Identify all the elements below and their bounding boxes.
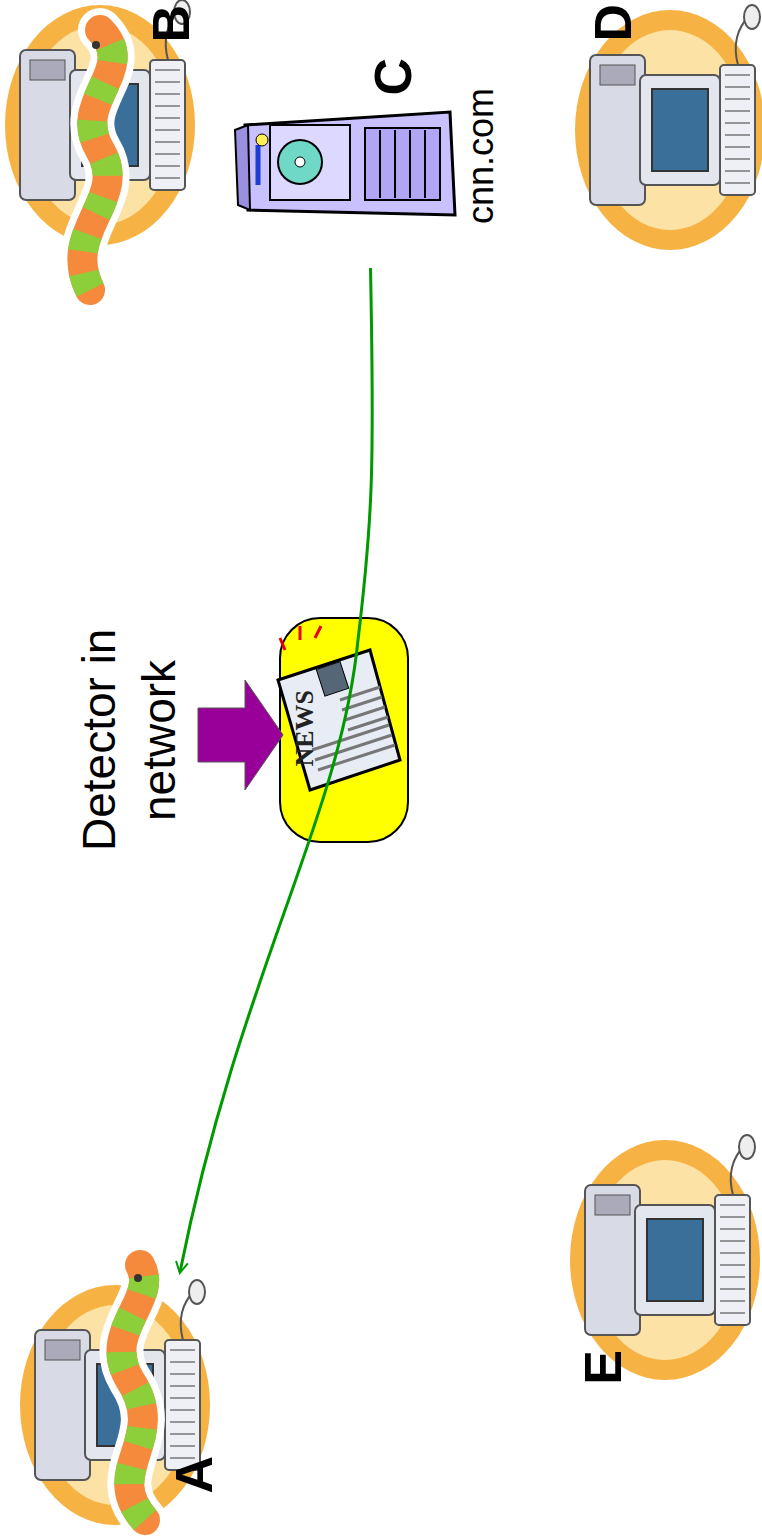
- computer-node: B: [0, 0, 200, 240]
- node-letter: B: [145, 5, 197, 43]
- computer-node: Ccnn.com: [235, 55, 500, 265]
- pointer-arrow: [198, 680, 283, 790]
- computer-icon: [570, 1135, 760, 1380]
- computer-node: A: [20, 1280, 230, 1536]
- traffic-line: [180, 268, 372, 1272]
- node-letter: C: [367, 58, 419, 96]
- computer-icon: [575, 5, 762, 250]
- host-name: cnn.com: [463, 88, 499, 224]
- worm-icon: [121, 1265, 145, 1520]
- computer-node: D: [565, 0, 762, 260]
- newspaper-icon: [278, 626, 400, 790]
- worm-icon: [82, 30, 112, 290]
- node-letter: A: [168, 1456, 220, 1494]
- server-icon: [235, 112, 455, 215]
- annotation-label: Detector in network: [70, 620, 190, 860]
- node-letter: D: [587, 4, 639, 42]
- node-letter: E: [577, 1350, 629, 1385]
- computer-node: E: [565, 1120, 762, 1395]
- newspaper-text: NEWS: [292, 690, 318, 767]
